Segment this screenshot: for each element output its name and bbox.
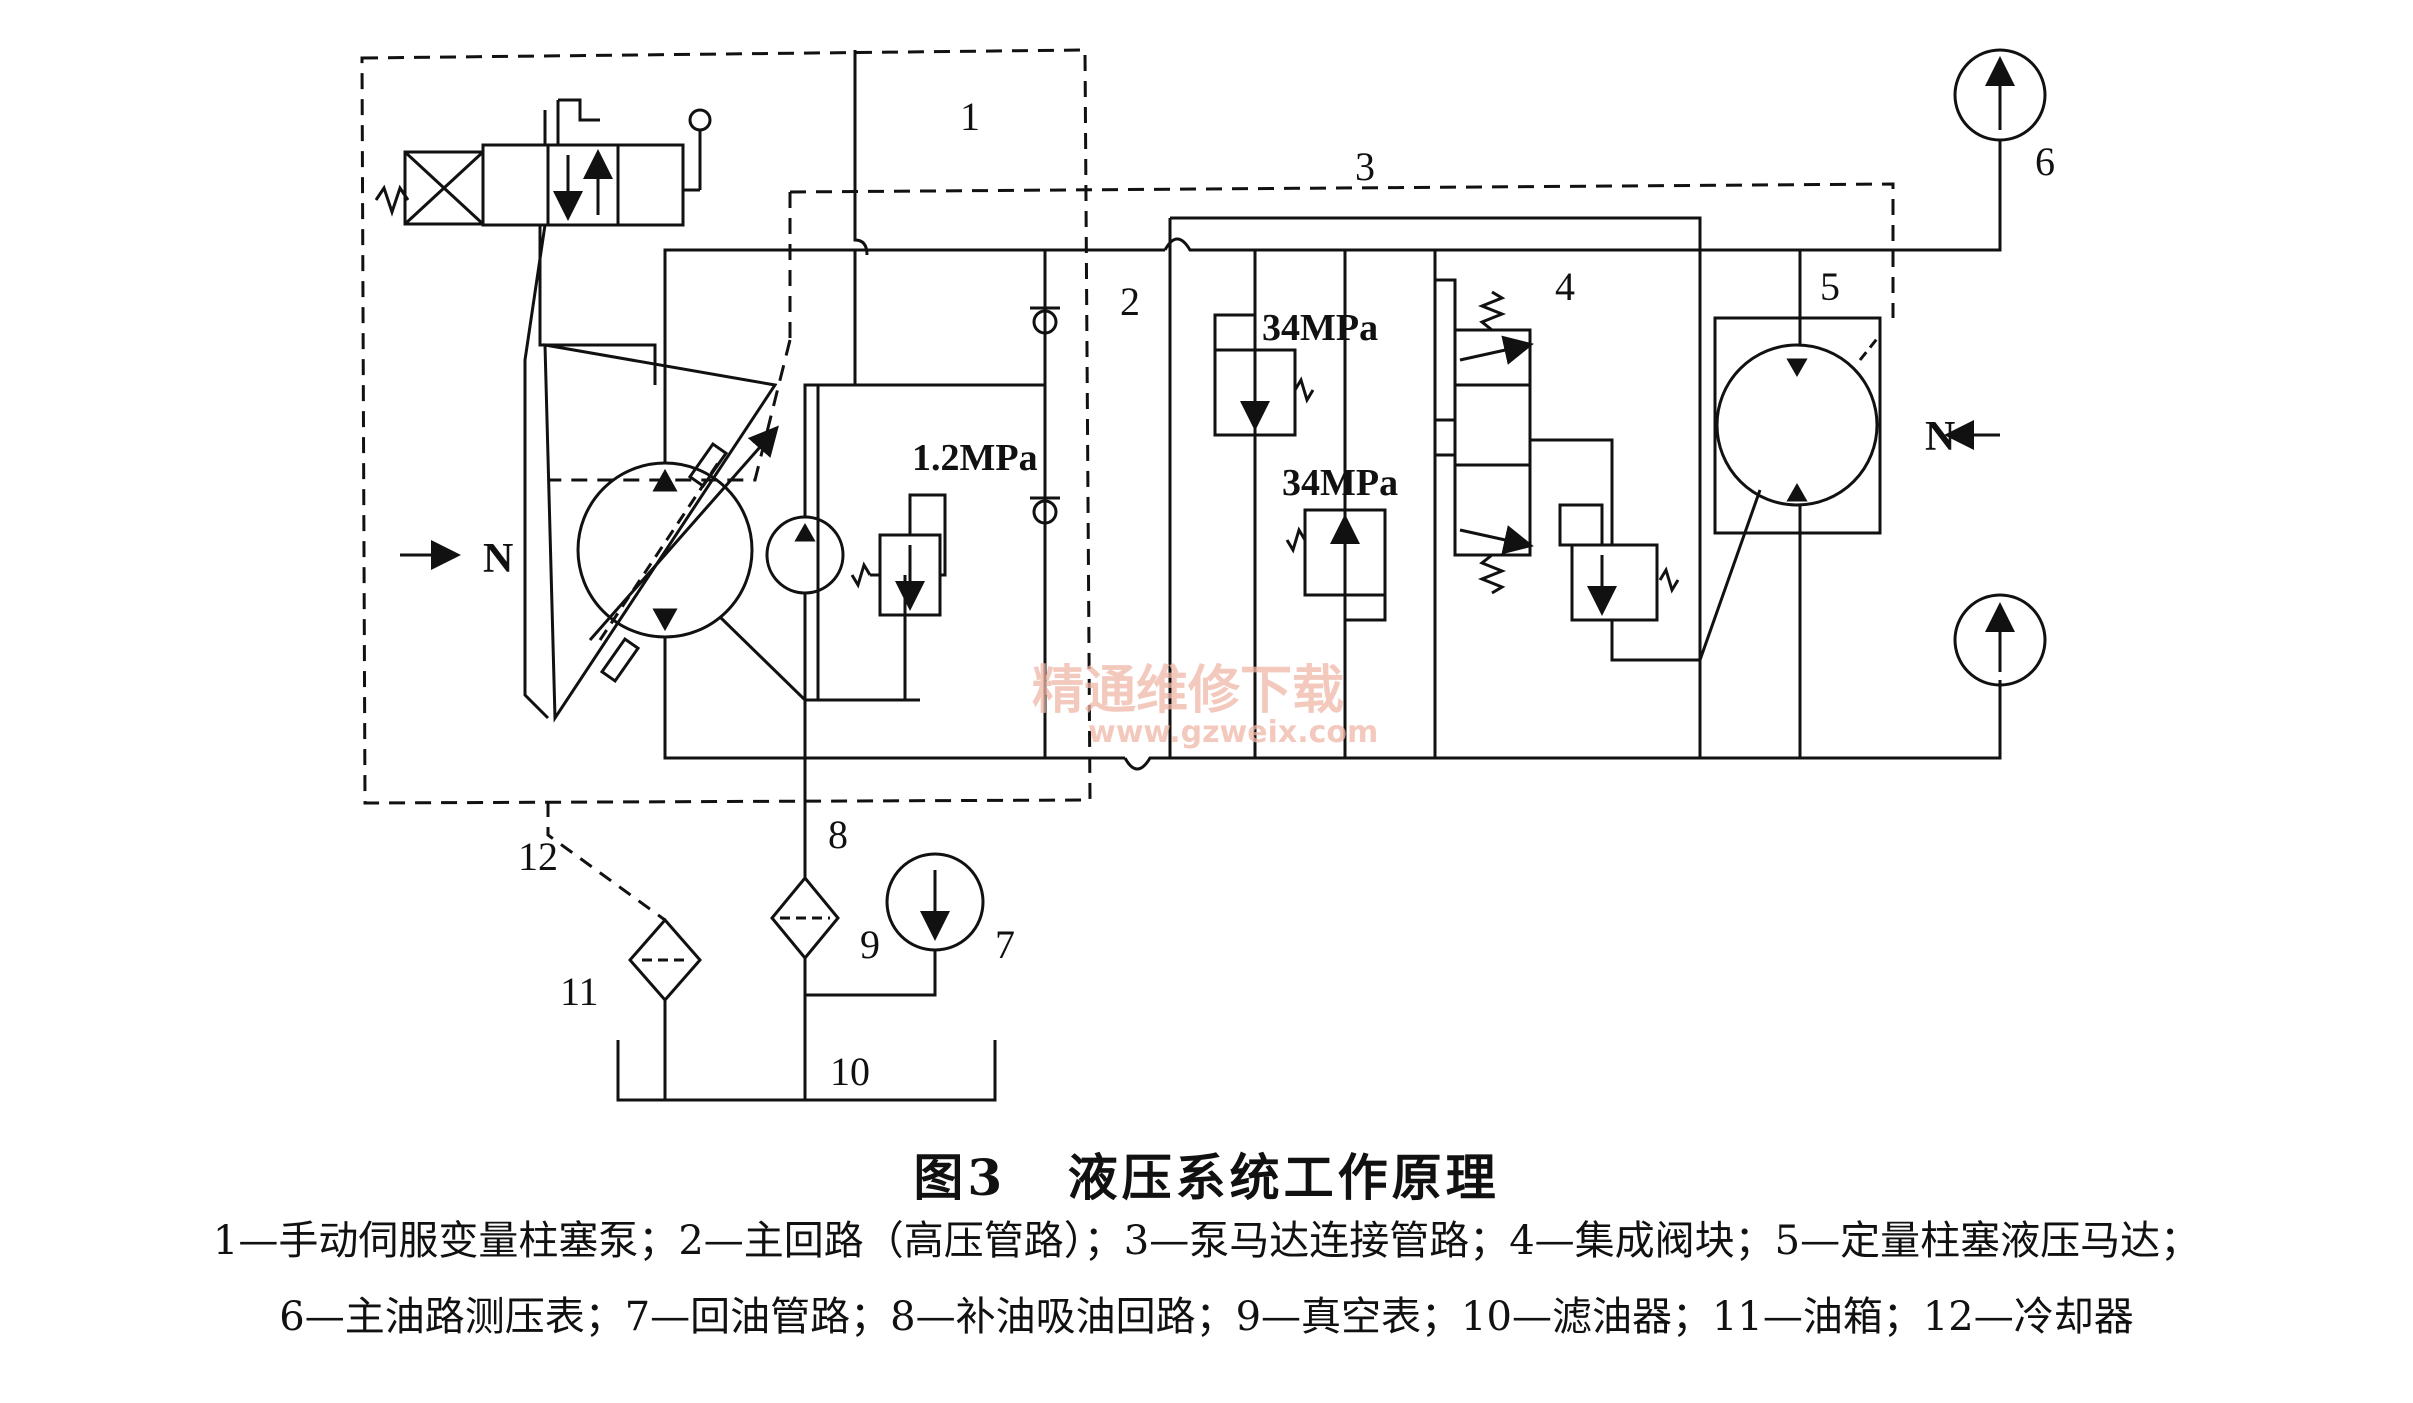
connecting-line-boundary: [789, 182, 1895, 318]
label-9: 9: [860, 922, 880, 967]
main-pressure-gauge: [1953, 48, 2047, 142]
pump-group-boundary: [360, 48, 1092, 805]
legend-line-2: 6—主油路测压表；7—回油管路；8—补油吸油回路；9—真空表；10—滤油器；11…: [279, 1294, 2134, 1340]
label-8: 8: [828, 812, 848, 857]
lower-pressure-gauge: [1953, 593, 2047, 687]
shaft-label-right: N: [1925, 414, 1955, 460]
label-12: 12: [518, 834, 558, 879]
oil-tank: [616, 1040, 997, 1102]
label-11: 11: [560, 969, 599, 1014]
shaft-label-left: N: [483, 536, 513, 582]
label-1: 1: [960, 94, 980, 139]
relief-pressure-label-a: 34MPa: [1262, 307, 1378, 349]
label-5: 5: [1820, 264, 1840, 309]
figure-caption: 图3 液压系统工作原理: [0, 1138, 2413, 1210]
check-valves: [1030, 250, 1060, 758]
watermark-text: 精通维修下载: [1032, 661, 1344, 721]
return-filter: [628, 917, 702, 1100]
integrated-valve-block: [1168, 216, 1702, 758]
label-7: 7: [995, 922, 1015, 967]
label-2: 2: [1120, 279, 1140, 324]
fixed-displacement-motor: [1698, 250, 1882, 758]
label-10: 10: [830, 1049, 870, 1094]
variable-pump: [543, 343, 779, 723]
relief-pressure-label-b: 34MPa: [1282, 462, 1398, 504]
label-4: 4: [1555, 264, 1575, 309]
watermark-url: www.gzweix.com: [1088, 715, 1378, 750]
servo-control-valve: [374, 98, 712, 227]
charge-relief-valve: [850, 493, 947, 617]
label-3: 3: [1355, 144, 1375, 189]
charge-pump: [765, 515, 845, 595]
label-6: 6: [2035, 139, 2055, 184]
vacuum-gauge: [805, 852, 985, 997]
figure-number: 图3: [913, 1148, 1007, 1207]
legend-line-1: 1—手动伺服变量柱塞泵；2—主回路（高压管路）；3—泵马达连接管路；4—集成阀块…: [212, 1218, 2201, 1264]
figure-title: 液压系统工作原理: [1067, 1148, 1500, 1207]
suction-filter: [770, 875, 840, 1100]
charge-pressure-label: 1.2MPa: [912, 437, 1038, 479]
